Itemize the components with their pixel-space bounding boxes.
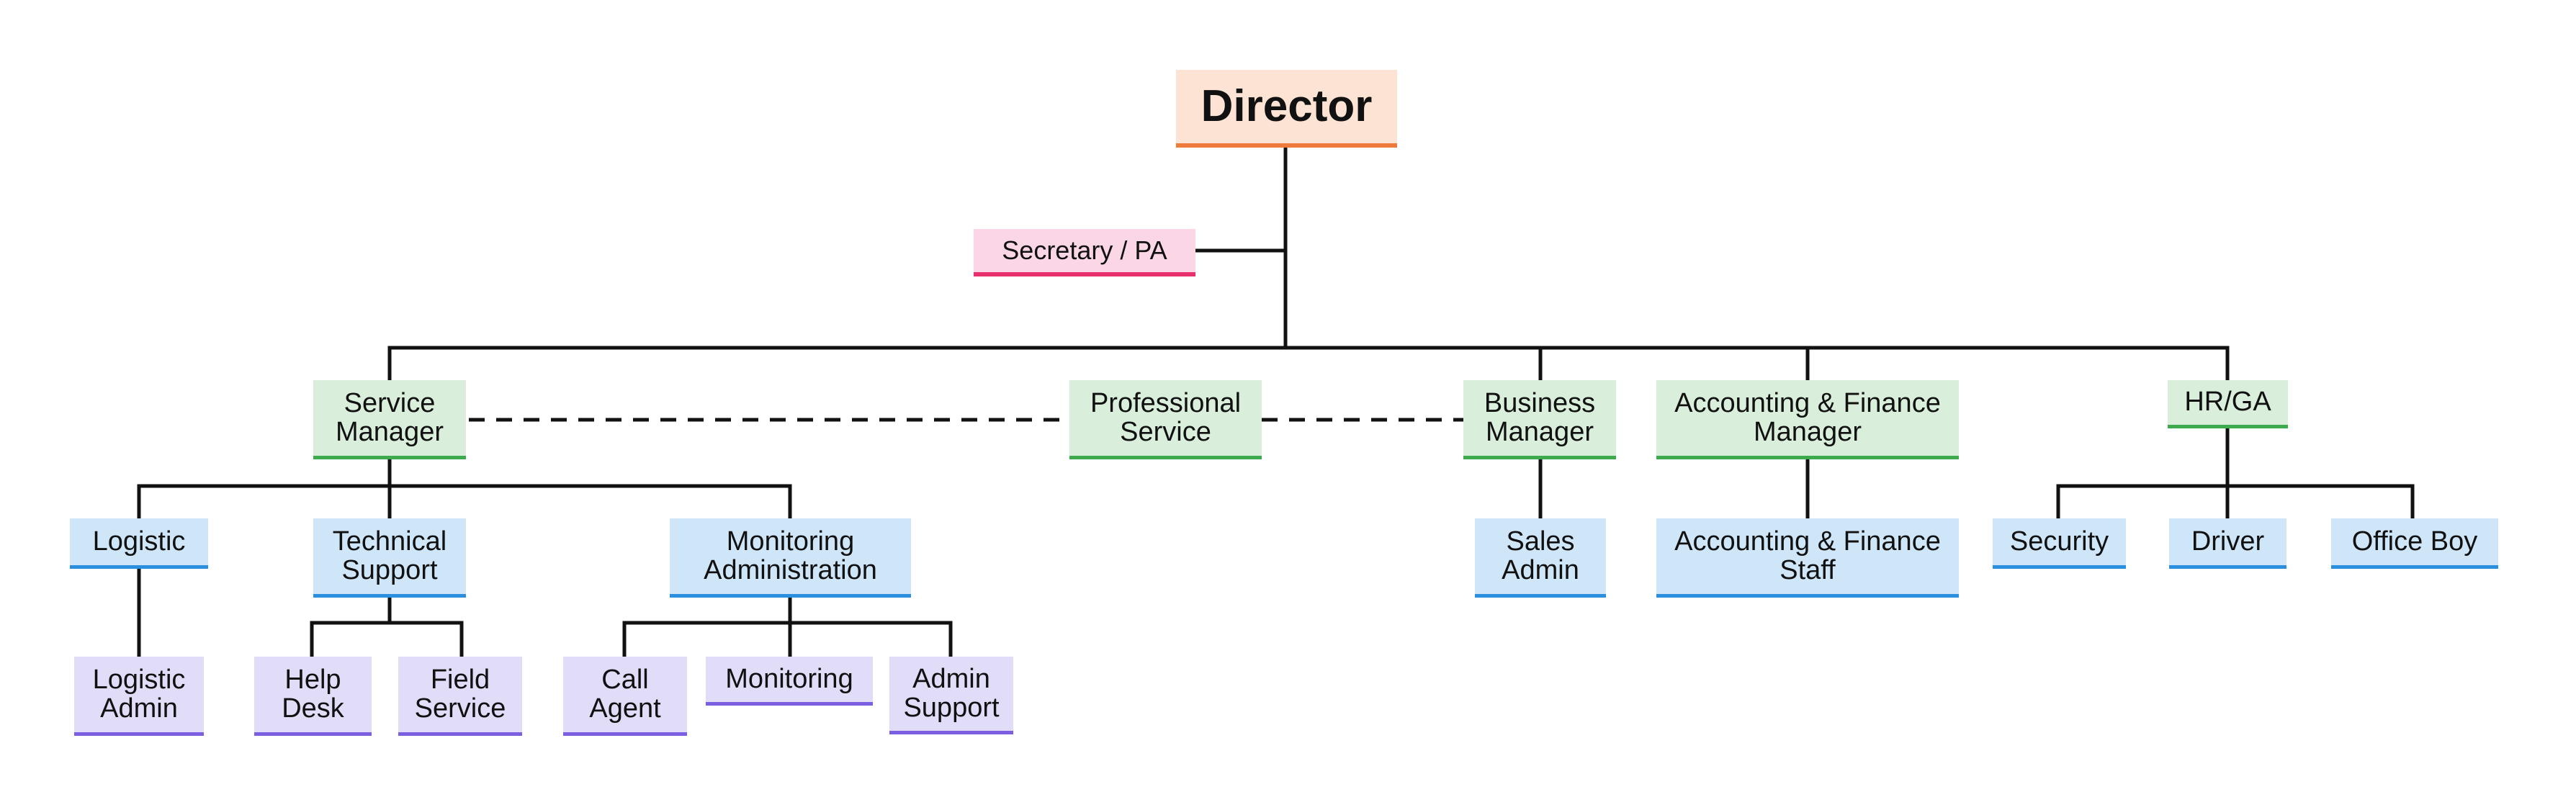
office-boy-label: Office Boy — [2351, 526, 2478, 557]
call-agent-line2: Agent — [589, 693, 661, 724]
driver-box: Driver — [2169, 518, 2286, 569]
secretary-label: Secretary / PA — [1002, 235, 1167, 266]
acc-fin-manager-line1: Accounting & Finance — [1674, 387, 1941, 418]
admin-support-line2: Support — [903, 692, 1000, 723]
field-service-line2: Service — [414, 693, 506, 724]
monitoring-administration-line1: Monitoring — [726, 526, 855, 557]
security-box: Security — [1993, 518, 2126, 569]
logistic-admin-line2: Admin — [100, 693, 178, 724]
sales-admin-line2: Admin — [1502, 554, 1579, 585]
service-manager-line2: Manager — [336, 416, 444, 447]
office-boy-box: Office Boy — [2331, 518, 2498, 569]
logistic-box: Logistic — [70, 518, 208, 569]
acc-fin-staff-line1: Accounting & Finance — [1674, 526, 1941, 557]
professional-service-line1: Professional — [1090, 387, 1242, 418]
hr-ga-label: HR/GA — [2184, 387, 2271, 418]
acc-fin-manager-line2: Manager — [1754, 416, 1862, 447]
hr-ga-box: HR/GA — [2168, 380, 2288, 428]
security-label: Security — [2009, 526, 2109, 557]
acc-fin-staff-line2: Staff — [1780, 554, 1836, 585]
technical-support-line1: Technical — [332, 526, 447, 557]
director-label: Director — [1201, 81, 1373, 132]
service-manager-line1: Service — [344, 387, 436, 418]
admin-support-line1: Admin — [912, 663, 990, 694]
monitoring-administration-line2: Administration — [704, 554, 877, 585]
logistic-label: Logistic — [92, 526, 186, 557]
secretary-box: Secretary / PA — [974, 229, 1195, 276]
logistic-admin-line1: Logistic — [92, 664, 186, 695]
help-desk-line2: Desk — [282, 693, 344, 724]
professional-service-line2: Service — [1120, 416, 1211, 447]
help-desk-line1: Help — [284, 664, 341, 695]
monitoring-box: Monitoring — [706, 657, 873, 706]
technical-support-line2: Support — [341, 554, 438, 585]
monitoring-label: Monitoring — [725, 663, 853, 694]
field-service-line1: Field — [430, 664, 490, 695]
director-box: Director — [1176, 70, 1397, 148]
driver-label: Driver — [2191, 526, 2265, 557]
business-manager-line2: Manager — [1486, 416, 1594, 447]
sales-admin-line1: Sales — [1506, 526, 1575, 557]
business-manager-line1: Business — [1484, 387, 1596, 418]
call-agent-line1: Call — [601, 664, 649, 695]
